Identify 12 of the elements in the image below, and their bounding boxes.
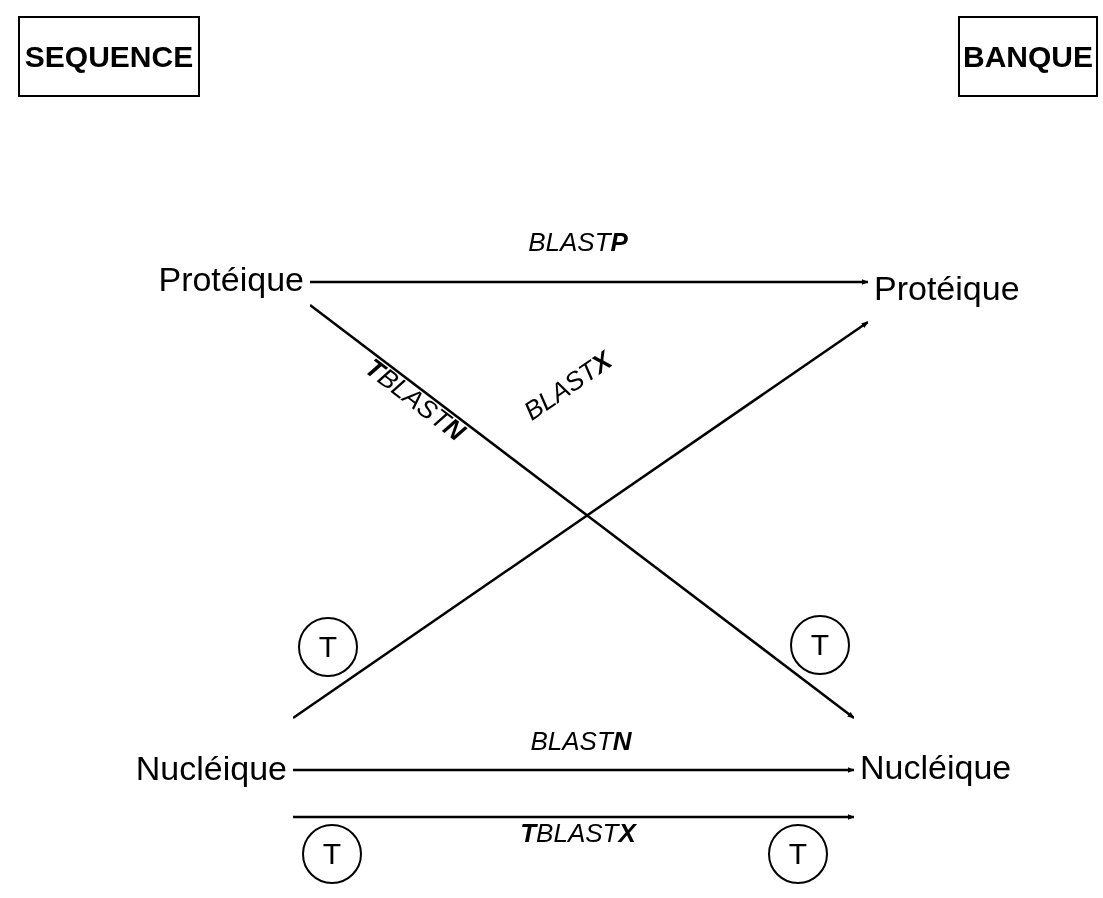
header-box: SEQUENCE [18,16,200,97]
header-box: BANQUE [958,16,1098,97]
circle-marker: T [768,824,828,884]
edge-label: TBLASTX [519,818,638,850]
arrow [293,814,855,820]
edge-label: BLASTN [529,726,633,758]
arrow [293,767,855,773]
circle-marker: T [298,617,358,677]
arrow [310,279,869,285]
circle-marker: T [790,615,850,675]
circle-marker: T [302,824,362,884]
edge-label: BLASTP [527,227,629,259]
